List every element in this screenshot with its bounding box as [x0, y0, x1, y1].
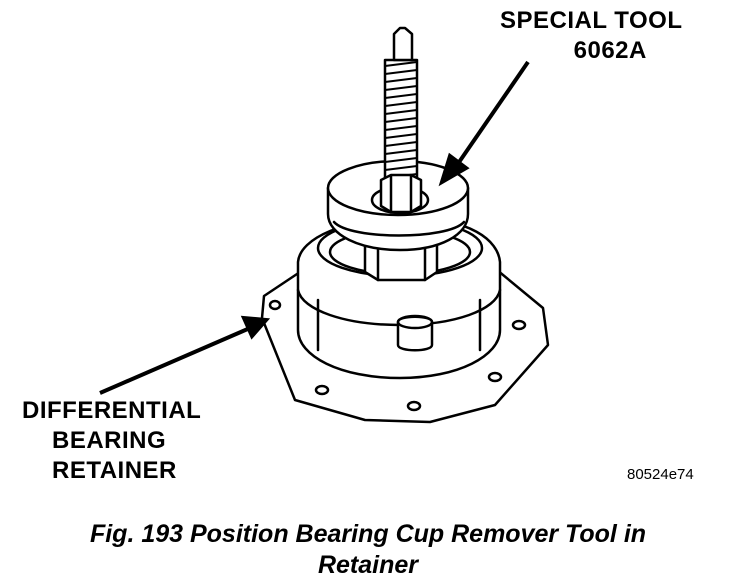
figure-caption: Fig. 193 Position Bearing Cup Remover To…: [0, 519, 736, 581]
forcing-screw-nut: [379, 173, 423, 214]
forcing-screw-nut-facets: [389, 174, 413, 214]
adjuster-plug: [396, 315, 434, 352]
tool-illustration: [99, 26, 550, 424]
flange-bolt-hole: [268, 299, 282, 311]
retainer-nut-facets: [376, 243, 427, 282]
special-tool-disc-bevel: [332, 220, 466, 237]
flange-bolt-hole: [487, 371, 503, 383]
adjuster-plug-top: [396, 314, 434, 330]
retainer-label-line2: BEARING: [52, 427, 167, 454]
retainer-label-line1: DIFFERENTIAL: [22, 397, 202, 424]
retainer-label: DIFFERENTIAL BEARING RETAINER: [22, 396, 201, 486]
special-tool-label: SPECIAL TOOL 6062A: [500, 6, 682, 66]
retainer-arrowhead: [240, 315, 271, 340]
special-tool-leader-line: [453, 60, 530, 170]
special-tool-label-line1: SPECIAL TOOL: [500, 7, 683, 34]
figure-caption-line1: Fig. 193 Position Bearing Cup Remover To…: [89, 520, 647, 548]
forcing-screw-threads: [384, 61, 418, 179]
flange-bolt-hole: [314, 384, 330, 396]
special-tool-label-line2: 6062A: [573, 37, 647, 64]
figure-code: 80524e74: [627, 466, 694, 483]
special-tool-arrowhead: [438, 152, 470, 187]
figure-caption-line2: Retainer: [317, 551, 419, 579]
retainer-label-line3: RETAINER: [52, 457, 177, 484]
forcing-screw-head: [392, 26, 414, 62]
flange-bolt-hole: [511, 319, 527, 331]
retainer-leader-line: [99, 326, 251, 395]
flange-bolt-hole: [406, 400, 422, 412]
